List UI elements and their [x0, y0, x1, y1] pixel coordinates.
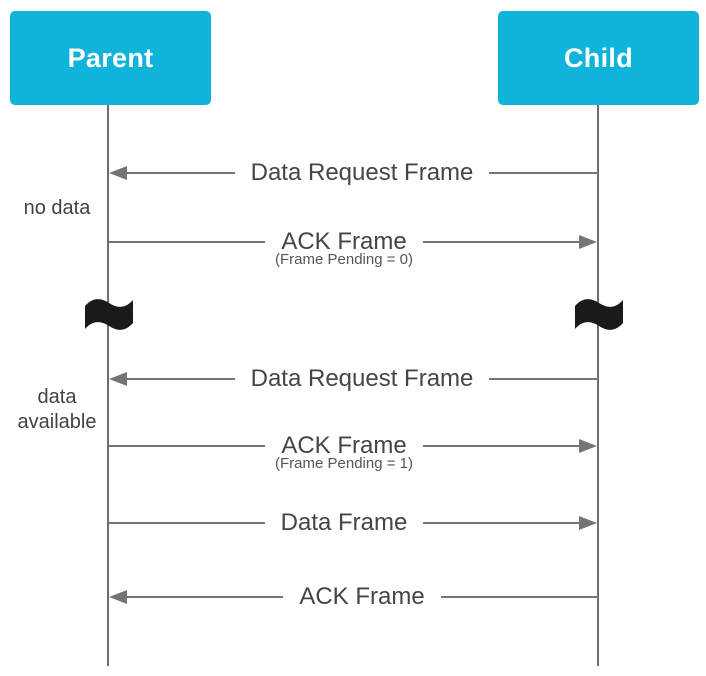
side-note-no-data: no data — [23, 197, 91, 219]
arrowhead-left-icon — [109, 590, 127, 604]
arrowhead-left-icon — [109, 372, 127, 386]
lifeline-parent — [107, 105, 109, 666]
message-label: Data Request Frame — [250, 159, 474, 186]
message-ack-frame-fp0: ACK Frame (Frame Pending = 0) — [109, 227, 598, 268]
message-label: Data Frame — [280, 509, 408, 536]
flag-icon — [85, 299, 133, 330]
actor-child-label: Child — [564, 42, 633, 73]
arrowhead-right-icon — [579, 235, 598, 249]
message-sublabel: (Frame Pending = 1) — [275, 455, 413, 472]
arrowhead-left-icon — [109, 166, 127, 180]
message-label: ACK Frame — [281, 228, 407, 255]
actor-parent: Parent — [10, 11, 211, 105]
side-note-data-available: data available — [17, 386, 97, 433]
message-sublabel: (Frame Pending = 0) — [275, 251, 413, 268]
lifeline-child — [597, 105, 599, 666]
message-data-frame: Data Frame — [109, 508, 598, 538]
arrowhead-right-icon — [579, 439, 598, 453]
arrowhead-right-icon — [579, 516, 598, 530]
actor-parent-label: Parent — [67, 42, 154, 73]
message-data-request-frame-1: Data Request Frame — [109, 158, 598, 188]
message-label: ACK Frame — [281, 432, 407, 459]
actor-child: Child — [498, 11, 699, 105]
message-label: ACK Frame — [299, 583, 425, 610]
message-data-request-frame-2: Data Request Frame — [109, 364, 598, 394]
message-ack-frame-final: ACK Frame — [109, 582, 598, 612]
message-label: Data Request Frame — [250, 365, 474, 392]
message-ack-frame-fp1: ACK Frame (Frame Pending = 1) — [109, 431, 598, 472]
flag-icon — [575, 299, 623, 330]
